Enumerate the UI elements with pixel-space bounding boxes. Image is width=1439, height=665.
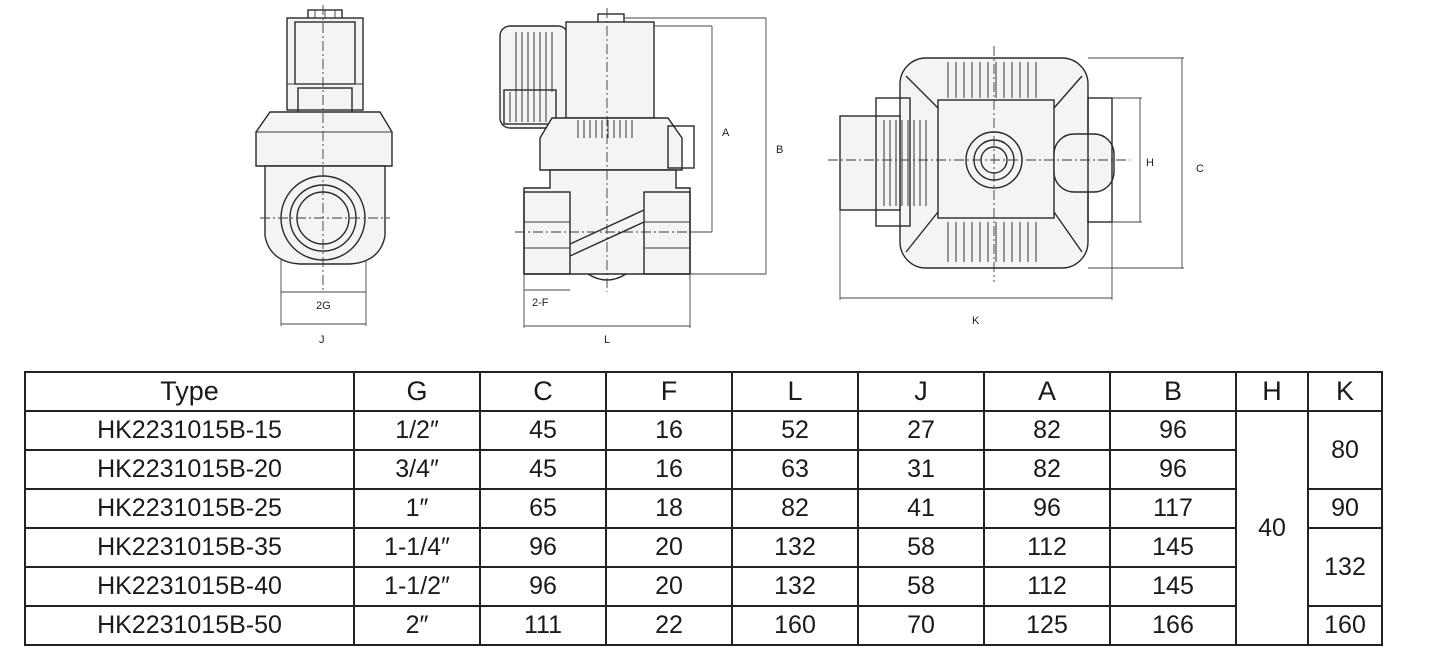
cell-c: 65 xyxy=(479,488,607,529)
cell-type: HK2231015B-50 xyxy=(24,605,355,646)
table-row: HK2231015B-15 1/2″ 45 16 52 27 82 96 40 … xyxy=(24,410,1383,646)
header-f: F xyxy=(605,371,733,412)
label-a: A xyxy=(722,127,730,139)
cell-j: 41 xyxy=(857,488,985,529)
cell-g: 1-1/4″ xyxy=(353,527,481,568)
header-c: C xyxy=(479,371,607,412)
cell-l: 132 xyxy=(731,527,859,568)
header-j: J xyxy=(857,371,985,412)
header-type: Type xyxy=(24,371,355,412)
cell-a: 112 xyxy=(983,566,1111,607)
cell-j: 70 xyxy=(857,605,985,646)
cell-f: 16 xyxy=(605,410,733,451)
front-view xyxy=(255,5,393,326)
cell-l: 160 xyxy=(731,605,859,646)
cell-a: 82 xyxy=(983,449,1111,490)
label-c: C xyxy=(1196,163,1204,175)
cell-f: 16 xyxy=(605,449,733,490)
cell-b: 96 xyxy=(1109,410,1237,451)
table-row: HK2231015B-50 2″ 111 22 160 70 125 166 1… xyxy=(24,605,1383,646)
header-k: K xyxy=(1307,371,1383,412)
cell-k-80: 80 xyxy=(1307,410,1383,490)
cell-b: 117 xyxy=(1109,488,1237,529)
top-view xyxy=(828,46,1184,300)
cell-a: 125 xyxy=(983,605,1111,646)
header-b: B xyxy=(1109,371,1237,412)
cell-f: 22 xyxy=(605,605,733,646)
cell-g: 1-1/2″ xyxy=(353,566,481,607)
label-h: H xyxy=(1146,157,1154,169)
cell-c: 96 xyxy=(479,527,607,568)
cell-type: HK2231015B-35 xyxy=(24,527,355,568)
header-h: H xyxy=(1235,371,1309,412)
table-row: HK2231015B-25 1″ 65 18 82 41 96 117 90 xyxy=(24,488,1383,529)
cell-g: 1/2″ xyxy=(353,410,481,451)
label-l: L xyxy=(604,334,610,346)
cell-type: HK2231015B-20 xyxy=(24,449,355,490)
cell-j: 58 xyxy=(857,566,985,607)
cell-j: 27 xyxy=(857,410,985,451)
label-2g: 2G xyxy=(316,300,331,312)
cell-c: 96 xyxy=(479,566,607,607)
cell-a: 96 xyxy=(983,488,1111,529)
cell-type: HK2231015B-25 xyxy=(24,488,355,529)
cell-type: HK2231015B-40 xyxy=(24,566,355,607)
cell-f: 18 xyxy=(605,488,733,529)
cell-l: 52 xyxy=(731,410,859,451)
header-row: Type G C F L J A B H K xyxy=(24,371,1383,412)
cell-b: 145 xyxy=(1109,527,1237,568)
cell-type: HK2231015B-15 xyxy=(24,410,355,451)
cell-l: 132 xyxy=(731,566,859,607)
valve-technical-drawing: 2G J xyxy=(255,5,1204,346)
cell-g: 2″ xyxy=(353,605,481,646)
cell-j: 31 xyxy=(857,449,985,490)
cell-j: 58 xyxy=(857,527,985,568)
cell-h-merged: 40 xyxy=(1235,410,1309,646)
cell-k-132: 132 xyxy=(1307,527,1383,607)
table-row: HK2231015B-20 3/4″ 45 16 63 31 82 96 xyxy=(24,449,1382,490)
cell-l: 82 xyxy=(731,488,859,529)
cell-g: 1″ xyxy=(353,488,481,529)
cell-f: 20 xyxy=(605,527,733,568)
label-k: K xyxy=(972,315,980,327)
cell-c: 45 xyxy=(479,410,607,451)
cell-k-90: 90 xyxy=(1307,488,1383,529)
table-row: HK2231015B-40 1-1/2″ 96 20 132 58 112 14… xyxy=(24,566,1382,607)
cell-g: 3/4″ xyxy=(353,449,481,490)
table-row: HK2231015B-35 1-1/4″ 96 20 132 58 112 14… xyxy=(24,527,1383,607)
side-view xyxy=(499,8,767,328)
cell-f: 20 xyxy=(605,566,733,607)
cell-c: 45 xyxy=(479,449,607,490)
cell-l: 63 xyxy=(731,449,859,490)
header-g: G xyxy=(353,371,481,412)
cell-c: 111 xyxy=(479,605,607,646)
cell-b: 166 xyxy=(1109,605,1237,646)
cell-b: 96 xyxy=(1109,449,1237,490)
label-2f: 2-F xyxy=(532,297,549,309)
header-a: A xyxy=(983,371,1111,412)
cell-k-160: 160 xyxy=(1307,605,1383,646)
header-l: L xyxy=(731,371,859,412)
dimension-table: Type G C F L J A B H K HK2231015B-15 1/2… xyxy=(24,371,1383,646)
label-j: J xyxy=(319,334,325,346)
cell-a: 112 xyxy=(983,527,1111,568)
cell-a: 82 xyxy=(983,410,1111,451)
label-b: B xyxy=(776,144,783,156)
cell-b: 145 xyxy=(1109,566,1237,607)
